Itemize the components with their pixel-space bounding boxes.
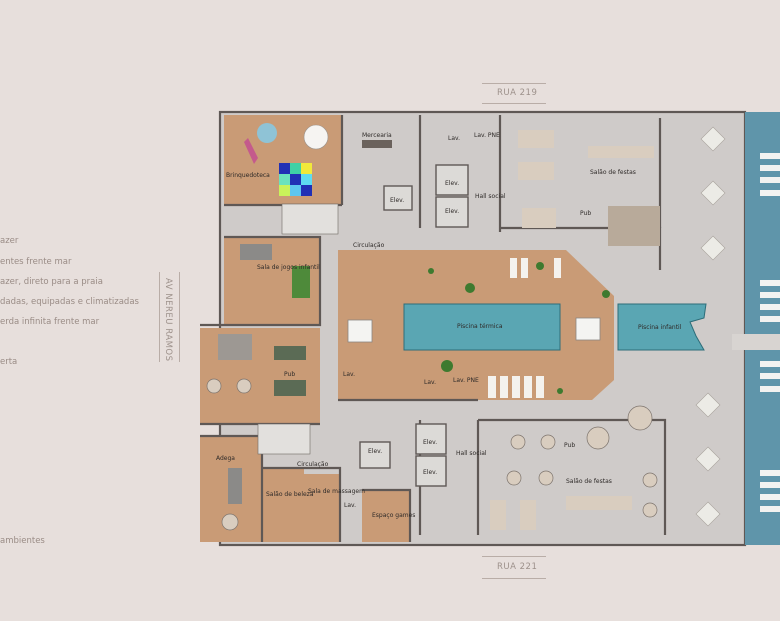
label-sala-massagem: Sala de massagem <box>308 488 365 495</box>
label-elev-2: Elev. <box>445 208 459 215</box>
legend-item-1: azer <box>0 236 19 246</box>
label-lav-pne-mid: Lav. PNE <box>453 377 479 384</box>
sea-top <box>745 112 780 334</box>
label-pub-top: Pub <box>580 210 591 217</box>
label-lav-mid-2: Lav. <box>424 379 436 386</box>
room-espaco-games <box>362 490 410 542</box>
parasols <box>695 126 726 527</box>
legend-item-2: entes frente mar <box>0 257 72 267</box>
room-sala-massagem <box>304 474 340 542</box>
street-bottom-line <box>482 556 546 557</box>
room-salao-beleza <box>262 468 304 542</box>
legend-item-3: azer, direto para a praia <box>0 277 103 287</box>
label-brinquedoteca: Brinquedoteca <box>226 172 270 179</box>
label-pub-bottom: Pub <box>564 442 575 449</box>
legend-item-7: ambientes <box>0 536 45 546</box>
label-adega: Adega <box>216 455 235 462</box>
elevators <box>359 164 469 487</box>
street-top-line-2 <box>482 103 546 104</box>
street-left-line <box>159 272 160 362</box>
label-mercearia: Mercearia <box>362 132 392 139</box>
legend-item-5: erda infinita frente mar <box>0 317 100 327</box>
label-piscina-termica: Piscina térmica <box>457 323 503 330</box>
stairs <box>257 203 339 455</box>
rect-furniture <box>218 130 660 530</box>
street-label-top: RUA 219 <box>497 88 538 98</box>
street-bottom-line-2 <box>482 578 546 579</box>
label-espaco-games: Espaço games <box>372 512 415 519</box>
label-lav-pne-top: Lav. PNE <box>474 132 500 139</box>
label-hall-social-bottom: Hall social <box>456 450 487 457</box>
pool-loungers <box>488 258 561 398</box>
sea-bottom <box>745 350 780 545</box>
street-left-line-2 <box>179 272 180 362</box>
label-elev-4: Elev. <box>423 439 437 446</box>
street-top-line <box>482 83 546 84</box>
label-elev-5: Elev. <box>423 469 437 476</box>
street-label-bottom: RUA 221 <box>497 562 538 572</box>
play-mat <box>244 138 312 196</box>
pool-thermal <box>403 303 561 351</box>
beach-walkway <box>732 334 780 350</box>
label-circulacao-bottom: Circulação <box>297 461 329 468</box>
legend-item-6: erta <box>0 357 18 367</box>
label-lav-mid: Lav. <box>343 371 355 378</box>
label-salao-festas-bottom: Salão de festas <box>566 478 612 485</box>
jacuzzis <box>347 317 601 343</box>
plants <box>428 262 610 394</box>
label-lav-bottom: Lav. <box>344 502 356 509</box>
label-circulacao-top: Circulação <box>353 242 385 249</box>
label-lav-top: Lav. <box>448 135 460 142</box>
label-piscina-infantil: Piscina infantil <box>638 324 682 331</box>
label-elev-1: Elev. <box>445 180 459 187</box>
label-salao-festas-top: Salão de festas <box>590 169 636 176</box>
label-salao-beleza: Salão de beleza <box>266 491 314 498</box>
label-sala-jogos: Sala de jogos infantil <box>257 264 320 271</box>
pool-children <box>617 303 707 351</box>
sun-loungers <box>760 153 780 512</box>
label-pub-left: Pub <box>284 371 295 378</box>
legend-item-4: dadas, equipadas e climatizadas <box>0 297 139 307</box>
label-hall-social-top: Hall social <box>475 193 506 200</box>
label-elev-6: Elev. <box>368 448 382 455</box>
label-elev-3: Elev. <box>390 197 404 204</box>
round-tables <box>206 123 658 531</box>
